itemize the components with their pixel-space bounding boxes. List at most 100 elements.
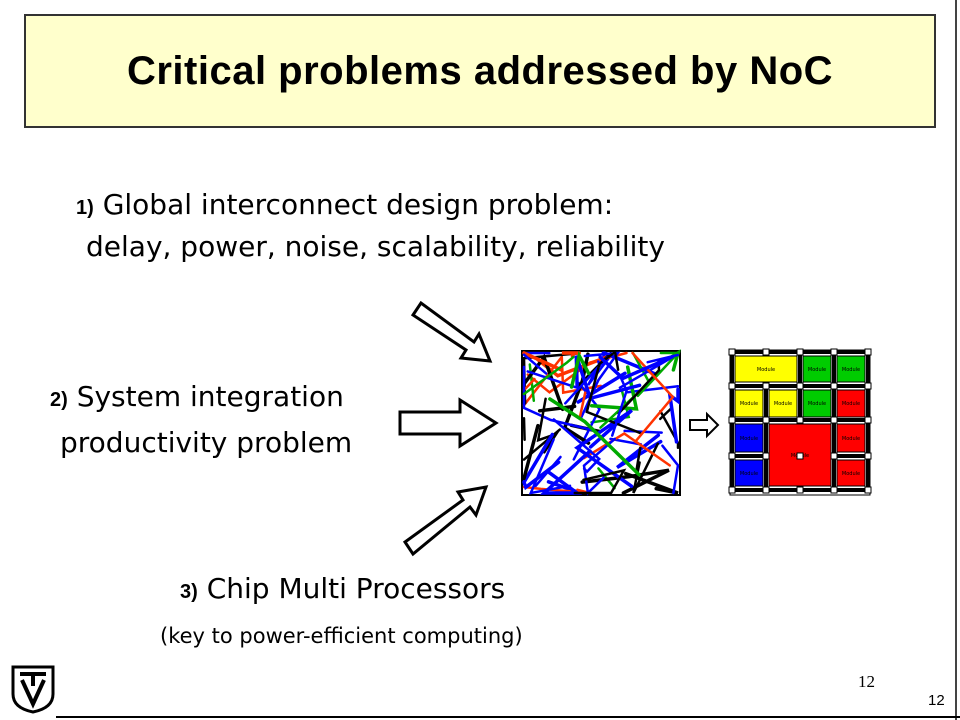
router-node: [830, 382, 838, 390]
svg-text:Module: Module: [774, 401, 792, 407]
svg-text:Module: Module: [740, 436, 758, 442]
router-node: [728, 348, 736, 356]
wire: [636, 351, 681, 398]
wire: [574, 408, 634, 488]
wire: [618, 357, 671, 389]
wire: [526, 370, 579, 389]
wire: [585, 351, 641, 435]
router-node: [830, 348, 838, 356]
wire: [522, 377, 536, 392]
wire: [536, 397, 560, 454]
arrow-up-right-icon: [402, 485, 489, 557]
wire: [613, 351, 620, 371]
wire: [522, 432, 561, 491]
wire: [576, 371, 627, 404]
wire: [522, 365, 596, 432]
router-node: [864, 348, 872, 356]
slide-right-border: [955, 0, 957, 720]
svg-text:Module: Module: [740, 471, 758, 477]
wire: [623, 471, 679, 495]
item-3-line-1: 3) Chip Multi Processors: [180, 572, 505, 605]
wire: [580, 468, 670, 495]
item-1-number: 1): [76, 197, 94, 219]
module-green: [802, 389, 832, 418]
router-node: [728, 382, 736, 390]
noc-routers: [728, 348, 872, 494]
wire: [598, 355, 675, 381]
technion-logo-icon: [11, 665, 55, 714]
svg-text:Module: Module: [842, 367, 860, 373]
router-node: [762, 416, 770, 424]
wire: [610, 376, 628, 437]
title-box: Critical problems addressed by NoC: [24, 14, 936, 128]
router-node: [864, 382, 872, 390]
wire: [661, 444, 680, 495]
wiring-chip: [521, 349, 681, 496]
wire: [522, 417, 526, 441]
module-red: [836, 389, 866, 418]
router-node: [762, 382, 770, 390]
item-1-line-1: 1) Global interconnect design problem:: [76, 188, 613, 221]
wire: [548, 397, 641, 477]
router-node: [830, 452, 838, 460]
wire: [578, 391, 587, 419]
router-node: [796, 348, 804, 356]
wire: [658, 406, 673, 421]
wire: [582, 432, 671, 467]
module-yellow-wide: [734, 355, 798, 383]
page-number: 12: [858, 672, 875, 691]
svg-text:Module: Module: [842, 401, 860, 407]
arrow-down-right-icon: [410, 300, 493, 363]
module-yellow: [768, 389, 798, 418]
wire: [667, 387, 680, 444]
router-node: [728, 452, 736, 460]
router-node: [864, 416, 872, 424]
svg-text:Module: Module: [842, 436, 860, 442]
module-green: [836, 355, 866, 383]
router-node: [762, 452, 770, 460]
router-node: [864, 486, 872, 494]
noc-chip: Module Module Module Module Module Modul…: [728, 348, 872, 496]
item-2-number: 2): [50, 389, 68, 411]
svg-text:Module: Module: [740, 401, 758, 407]
wire: [569, 350, 591, 389]
wire: [522, 353, 548, 375]
item-1-line-2: delay, power, noise, scalability, reliab…: [86, 230, 665, 263]
module-blue: [734, 423, 764, 453]
footer-line: [56, 716, 960, 718]
wire: [528, 438, 572, 495]
item-1-text: Global interconnect design problem:: [102, 188, 614, 221]
wire: [634, 446, 642, 474]
wire: [522, 355, 575, 396]
wire: [537, 404, 577, 413]
slide-title: Critical problems addressed by NoC: [126, 48, 834, 93]
wire: [539, 449, 592, 495]
wire-tangle: [522, 349, 681, 496]
module-red: [836, 459, 866, 487]
module-green: [802, 355, 832, 383]
router-node: [830, 416, 838, 424]
router-node: [762, 348, 770, 356]
wire: [522, 353, 565, 412]
module-red: [836, 423, 866, 453]
wire: [561, 351, 581, 358]
svg-text:Module: Module: [808, 401, 826, 407]
wire: [522, 423, 540, 481]
item-2-line-2: productivity problem: [60, 426, 353, 459]
router-node: [796, 452, 804, 460]
item-3-number: 3): [180, 581, 198, 603]
item-2-text: System integration: [76, 380, 344, 413]
wire: [626, 385, 680, 394]
router-node: [728, 486, 736, 494]
item-3-line-2: (key to power-efficient computing): [160, 624, 523, 648]
router-node: [864, 452, 872, 460]
svg-text:Module: Module: [842, 471, 860, 477]
svg-text:Module: Module: [757, 367, 775, 373]
wire: [573, 468, 627, 495]
router-node: [796, 382, 804, 390]
router-node: [762, 486, 770, 494]
router-node: [796, 486, 804, 494]
module-yellow: [734, 389, 764, 418]
arrow-right-icon: [398, 397, 499, 449]
